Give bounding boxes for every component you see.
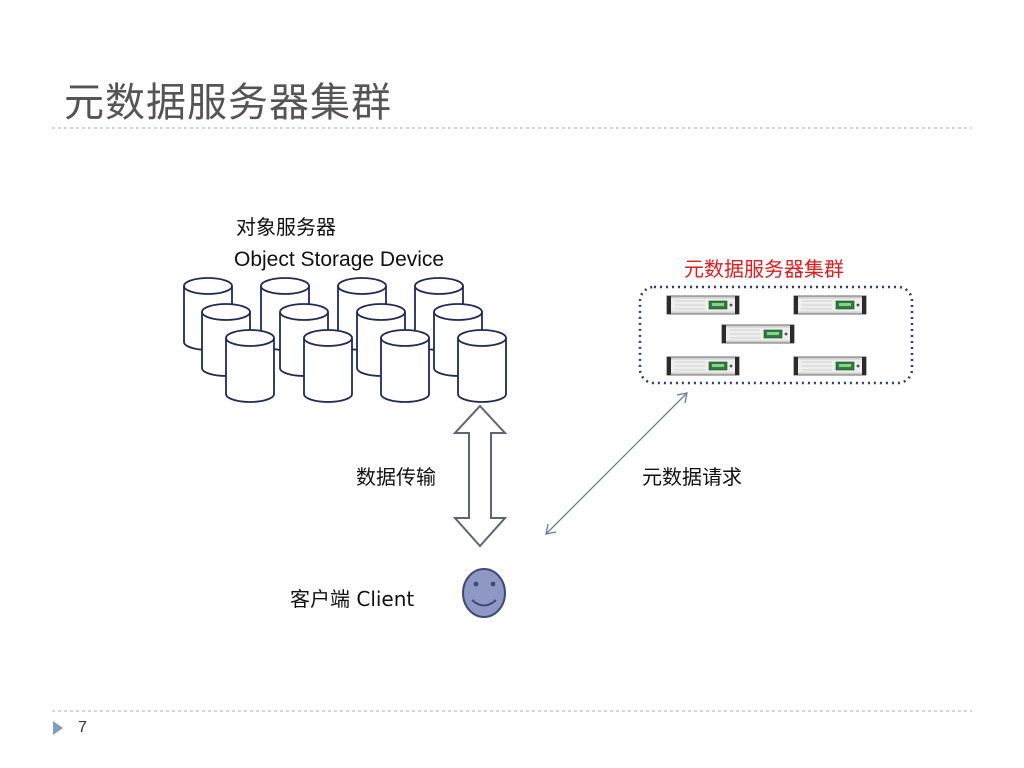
metadata-request-label: 元数据请求	[642, 465, 742, 489]
mds-server-group	[666, 295, 867, 376]
data-transfer-label: 数据传输	[356, 465, 436, 489]
footer-triangle-icon	[53, 721, 63, 735]
data-transfer-arrow	[452, 404, 508, 548]
osd-label-cn: 对象服务器	[236, 215, 336, 239]
database-cylinder-icon	[303, 329, 353, 403]
rack-server-icon	[721, 324, 795, 344]
osd-label-en: Object Storage Device	[234, 248, 445, 271]
mds-cluster-label: 元数据服务器集群	[684, 257, 844, 281]
database-cylinder-icon	[380, 329, 430, 403]
database-cylinder-icon	[225, 329, 275, 403]
rack-server-icon	[793, 356, 867, 376]
metadata-request-arrow	[545, 392, 688, 535]
slide-title: 元数据服务器集群	[64, 80, 392, 126]
client-label: 客户端 Client	[290, 587, 415, 611]
osd-disk-group	[183, 277, 507, 403]
page-number: 7	[78, 719, 87, 736]
database-cylinder-icon	[457, 329, 507, 403]
mds-cluster-boundary	[638, 285, 914, 385]
rack-server-icon	[666, 356, 740, 376]
smiley-face-icon	[462, 568, 506, 618]
rack-server-icon	[793, 295, 867, 315]
rack-server-icon	[666, 295, 740, 315]
